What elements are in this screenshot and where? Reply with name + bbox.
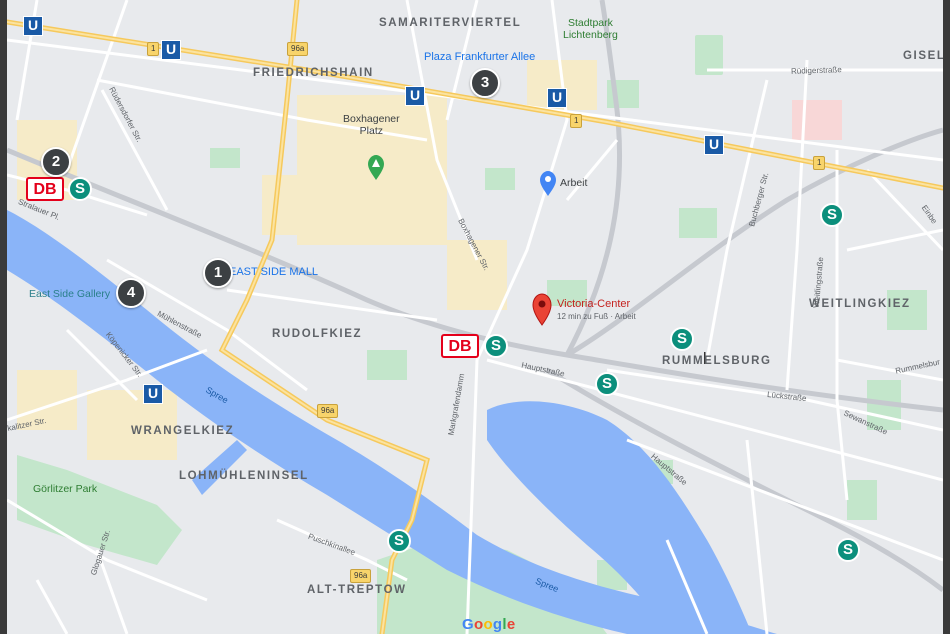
park-area bbox=[679, 208, 717, 238]
street bbox=[665, 539, 709, 634]
street-label-rudigerstrasse: Rüdigerstraße bbox=[790, 65, 842, 76]
street bbox=[65, 0, 129, 171]
sbahn-station-icon[interactable]: S bbox=[836, 538, 860, 562]
place-label-victoria-center[interactable]: Victoria-Center bbox=[557, 298, 631, 310]
railway bbox=[565, 127, 943, 358]
road-shield-96a: 96a bbox=[287, 42, 309, 56]
district-label-samariterviertel: SAMARITERVIERTEL bbox=[379, 17, 522, 29]
google-logo-letter: G bbox=[462, 616, 474, 633]
place-label-stadtpark[interactable]: Stadtpark Lichtenberg bbox=[563, 17, 618, 41]
street bbox=[7, 348, 208, 422]
street bbox=[606, 368, 943, 432]
district-label-lohmuehleninsel: LOHMÜHLENINSEL bbox=[179, 470, 309, 482]
boxhagener-park-pin[interactable] bbox=[368, 155, 384, 180]
arbeit-pin[interactable] bbox=[540, 171, 556, 196]
street bbox=[465, 0, 569, 634]
sbahn-station-icon[interactable]: S bbox=[387, 529, 411, 553]
goerlitzer-park-area bbox=[17, 455, 182, 565]
sbahn-station-icon[interactable]: S bbox=[670, 327, 694, 351]
street bbox=[276, 518, 408, 582]
victoria-center-pin[interactable] bbox=[532, 293, 552, 326]
google-logo-letter: o bbox=[483, 616, 493, 633]
street bbox=[865, 168, 943, 252]
ubahn-station-icon[interactable]: U bbox=[405, 86, 425, 106]
park-area bbox=[210, 148, 240, 168]
street bbox=[846, 228, 943, 252]
place-label-plaza[interactable]: Plaza Frankfurter Allee bbox=[424, 51, 536, 63]
district-label-rudolfkiez: RUDOLFKIEZ bbox=[272, 328, 363, 340]
text-cursor-mark bbox=[704, 352, 706, 364]
rummelsburger-see bbox=[487, 401, 752, 634]
numbered-marker-3[interactable]: 3 bbox=[470, 68, 500, 98]
district-label-weitlingkiez: WEITLINGKIEZ bbox=[809, 298, 911, 310]
park-area bbox=[547, 280, 587, 306]
park-area bbox=[485, 168, 515, 190]
hospital-area bbox=[792, 100, 842, 140]
street bbox=[35, 579, 69, 634]
place-label-east-side-gallery[interactable]: East Side Gallery bbox=[29, 288, 111, 300]
place-label-east-side-mall[interactable]: EAST SIDE MALL bbox=[229, 266, 319, 278]
street bbox=[785, 59, 809, 391]
street bbox=[836, 358, 943, 382]
railway bbox=[564, 0, 623, 357]
park-area bbox=[695, 35, 723, 75]
place-label-boxhagener-platz[interactable]: Boxhagener Platz bbox=[343, 113, 400, 137]
street bbox=[705, 79, 769, 361]
street bbox=[626, 438, 943, 562]
map-view[interactable]: SAMARITERVIERTEL FRIEDRICHSHAIN RUDOLFKI… bbox=[7, 0, 943, 634]
map-base-layer bbox=[7, 0, 943, 634]
sbahn-station-icon[interactable]: S bbox=[820, 203, 844, 227]
numbered-marker-4[interactable]: 4 bbox=[116, 278, 146, 308]
road-shield-1: 1 bbox=[147, 42, 160, 56]
db-station-icon[interactable]: DB bbox=[26, 177, 64, 201]
sbahn-station-icon[interactable]: S bbox=[68, 177, 92, 201]
street bbox=[445, 0, 479, 121]
street bbox=[565, 139, 619, 201]
ubahn-station-icon[interactable]: U bbox=[161, 40, 181, 60]
ubahn-station-icon[interactable]: U bbox=[23, 16, 43, 36]
street bbox=[106, 258, 308, 392]
park-area bbox=[887, 290, 927, 330]
road-shield-1: 1 bbox=[813, 156, 826, 170]
google-logo-letter: g bbox=[492, 616, 503, 633]
street bbox=[96, 78, 428, 142]
street bbox=[835, 150, 849, 501]
google-logo-letter: e bbox=[506, 616, 516, 633]
ubahn-station-icon[interactable]: U bbox=[143, 384, 163, 404]
google-logo-letter: o bbox=[473, 616, 484, 633]
ubahn-station-icon[interactable]: U bbox=[547, 88, 567, 108]
db-station-icon[interactable]: DB bbox=[441, 334, 479, 358]
ubahn-station-icon[interactable]: U bbox=[704, 135, 724, 155]
street bbox=[65, 328, 139, 402]
street bbox=[486, 358, 943, 482]
street bbox=[745, 439, 769, 634]
road-shield-1: 1 bbox=[570, 114, 583, 128]
commercial-area bbox=[447, 240, 507, 310]
street bbox=[100, 89, 169, 211]
canal bbox=[192, 440, 247, 495]
street bbox=[7, 498, 208, 602]
road-shield-96a: 96a bbox=[317, 404, 339, 418]
numbered-marker-1[interactable]: 1 bbox=[203, 258, 233, 288]
road-shield-96a: 96a bbox=[350, 569, 372, 583]
district-label-rummelsburg: RUMMELSBURG bbox=[662, 355, 772, 367]
district-label-friedrichshain: FRIEDRICHSHAIN bbox=[253, 67, 374, 79]
street bbox=[95, 549, 129, 634]
street bbox=[405, 0, 479, 261]
google-logo-letter: l bbox=[502, 616, 507, 633]
place-label-arbeit[interactable]: Arbeit bbox=[560, 177, 588, 189]
district-label-wrangelkiez: WRANGELKIEZ bbox=[131, 425, 235, 437]
park-area bbox=[847, 480, 877, 520]
sbahn-station-icon[interactable]: S bbox=[484, 334, 508, 358]
street bbox=[226, 288, 438, 322]
place-label-goerlitzer-park[interactable]: Görlitzer Park bbox=[33, 483, 98, 495]
district-label-gisel: GISEL bbox=[903, 50, 943, 62]
sbahn-station-icon[interactable]: S bbox=[595, 372, 619, 396]
district-label-alt-treptow: ALT-TREPTOW bbox=[307, 584, 407, 596]
google-logo: Google bbox=[462, 616, 516, 633]
numbered-marker-2[interactable]: 2 bbox=[41, 147, 71, 177]
park-area bbox=[367, 350, 407, 380]
place-label-victoria-subtitle: 12 min zu Fuß · Arbeit bbox=[557, 312, 636, 321]
